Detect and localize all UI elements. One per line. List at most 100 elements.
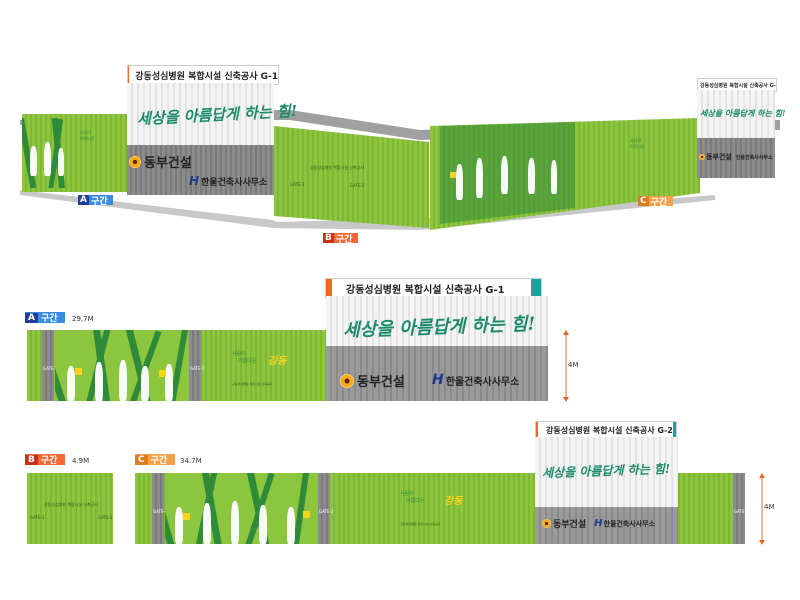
perspective-wall-a [22,114,127,192]
tagline-bottom: 아름다운 [80,136,95,141]
perspective-wall-b [274,126,429,228]
height-marker-c [759,473,765,545]
dongbu-g1: 동부건설 [340,371,405,390]
perspective-g2-companies: 동부건설 한울건축사사무소 [699,152,773,162]
tag-c-letter: C [638,196,649,206]
tag-a-letter: A [25,312,38,323]
billboard-g1-bottom [326,346,548,401]
perspective-project-small: 강동성심병원 복합시설 신축공사 [310,165,365,170]
height-marker-a [563,330,569,402]
gate-c2-label: GATE-2 [319,509,334,514]
tag-c: C 구간 [135,454,175,466]
perspective-tag-c: C 구간 [638,196,673,208]
tagline-bottom: 아름다운 [238,358,257,364]
sunflower-icon [542,519,551,528]
dongbu-text: 동부건설 [553,520,587,530]
orange-accent [326,279,332,297]
gangdong-logo: 강동 [444,496,463,507]
orange-accent [128,66,130,84]
wall-c-art [165,473,317,544]
gate-a2-label: GATE-2 [190,366,205,371]
hanul-text: 한울건축사사무소 [603,519,656,528]
title-g1-text: 강동성심병원 복합시설 신축공사 G-1 [346,284,505,296]
tag-b-label: 구간 [335,234,353,245]
gangdong-logo: 강동 [268,356,287,367]
gate-b1-label: GATE-1 [30,515,45,520]
sunflower-icon [699,154,705,160]
billboard-g2-bottom [535,507,678,544]
tag-b: B 구간 [25,454,65,466]
birdhouse-icon [303,511,310,518]
title-g2-text: 강동성심병원 복합시설 신축공사 G-2 [700,82,777,89]
tag-b-letter: B [25,454,38,465]
hanul-text: 한울건축사사무소 [735,154,773,161]
tag-c-letter: C [135,454,148,465]
g2-companies: 동부건설 H 한울건축사사무소 [542,517,655,530]
tagline-top: 사람이 [232,351,246,357]
birdhouse-icon [183,513,190,520]
gate-c-left [152,473,164,544]
billboard-g2-top [535,437,678,507]
gate-a1-label: GATE-1 [43,366,58,371]
tagline-a: 사람이 아름다운 [232,350,256,364]
dongbu-text: 동부건설 [144,156,192,171]
gate-a-right [189,330,201,401]
height-label-a: 4M [568,361,579,369]
title-g2-text: 강동성심병원 복합시설 신축공사 G-2 [545,425,673,435]
h-logo-icon: H [432,372,444,388]
perspective-billboard-g2-bottom [697,138,775,178]
perspective-billboard-top [127,83,274,145]
perspective-gate2: GATE-2 [350,183,365,188]
birdhouse-icon [75,368,82,375]
tag-a: A 구간 [25,312,65,324]
perspective-wall-a-art [22,118,77,188]
perspective-hanul: H 한울건축사사무소 [189,174,267,188]
dongbu-text: 동부건설 [357,375,405,390]
tag-b-label: 구간 [40,456,58,466]
tagline-top: 사람이 [80,130,92,135]
perspective-tagline-a: 사람이 아름다운 [80,130,95,142]
project-small-c: 강동성심병원 복합시설 신축공사 [400,522,441,526]
height-label-c: 4M [764,503,775,511]
tagline-top: 사람이 [630,138,642,143]
project-small-a: 강동성심병원 복합시설 신축공사 [232,382,273,386]
wall-a-art [55,330,188,401]
tag-a-label: 구간 [40,314,58,324]
length-c: 34.7M [180,457,202,465]
tag-c-label: 구간 [650,197,668,208]
birdhouse-icon [159,370,166,377]
tagline-bottom: 아름다운 [630,144,645,149]
perspective-tag-a: A 구간 [78,195,113,207]
title-g1-text: 강동성심병원 복합시설 신축공사 G-1 [135,71,278,82]
hanul-text: 한울건축사사무소 [201,177,268,188]
length-a: 29.7M [72,315,94,323]
hanul-text: 한울건축사사무소 [445,376,520,388]
dongbu-text: 동부건설 [706,153,732,161]
gate-a-left [42,330,54,401]
teal-accent [531,279,541,297]
perspective-dongbu: 동부건설 [129,152,192,171]
billboard-g1-top [326,296,548,346]
title-g1: 강동성심병원 복합시설 신축공사 G-1 [325,278,542,298]
perspective-wall-c-art [446,128,576,218]
length-b: 4.9M [72,457,90,465]
h-logo-icon: H [189,174,200,188]
project-small-b: 강동성심병원 복합시설 신축공사 [44,502,99,507]
tagline-bottom: 아름다운 [406,498,425,504]
h-logo-icon: H [594,518,603,529]
gate-c-right [733,473,745,544]
gate-c3-label: GATE-2 [734,509,749,514]
gate-c-mid [318,473,330,544]
wall-b-green [27,473,113,544]
sunflower-icon [340,373,354,388]
orange-accent [536,422,538,438]
perspective-slogan-g2: 세상을 아름답게 하는 힘! [700,108,786,118]
perspective-billboard-g2-top [697,90,775,138]
perspective-gate1: GATE-1 [290,182,305,187]
perspective-billboard-bottom [127,145,274,195]
gate-c1-label: GATE-1 [153,509,168,514]
tagline-top: 사람이 [400,491,414,497]
hanul-g1: H 한울건축사사무소 [432,372,519,388]
sunflower-icon [129,155,141,168]
tagline-c: 사람이 아름다운 [400,490,424,504]
